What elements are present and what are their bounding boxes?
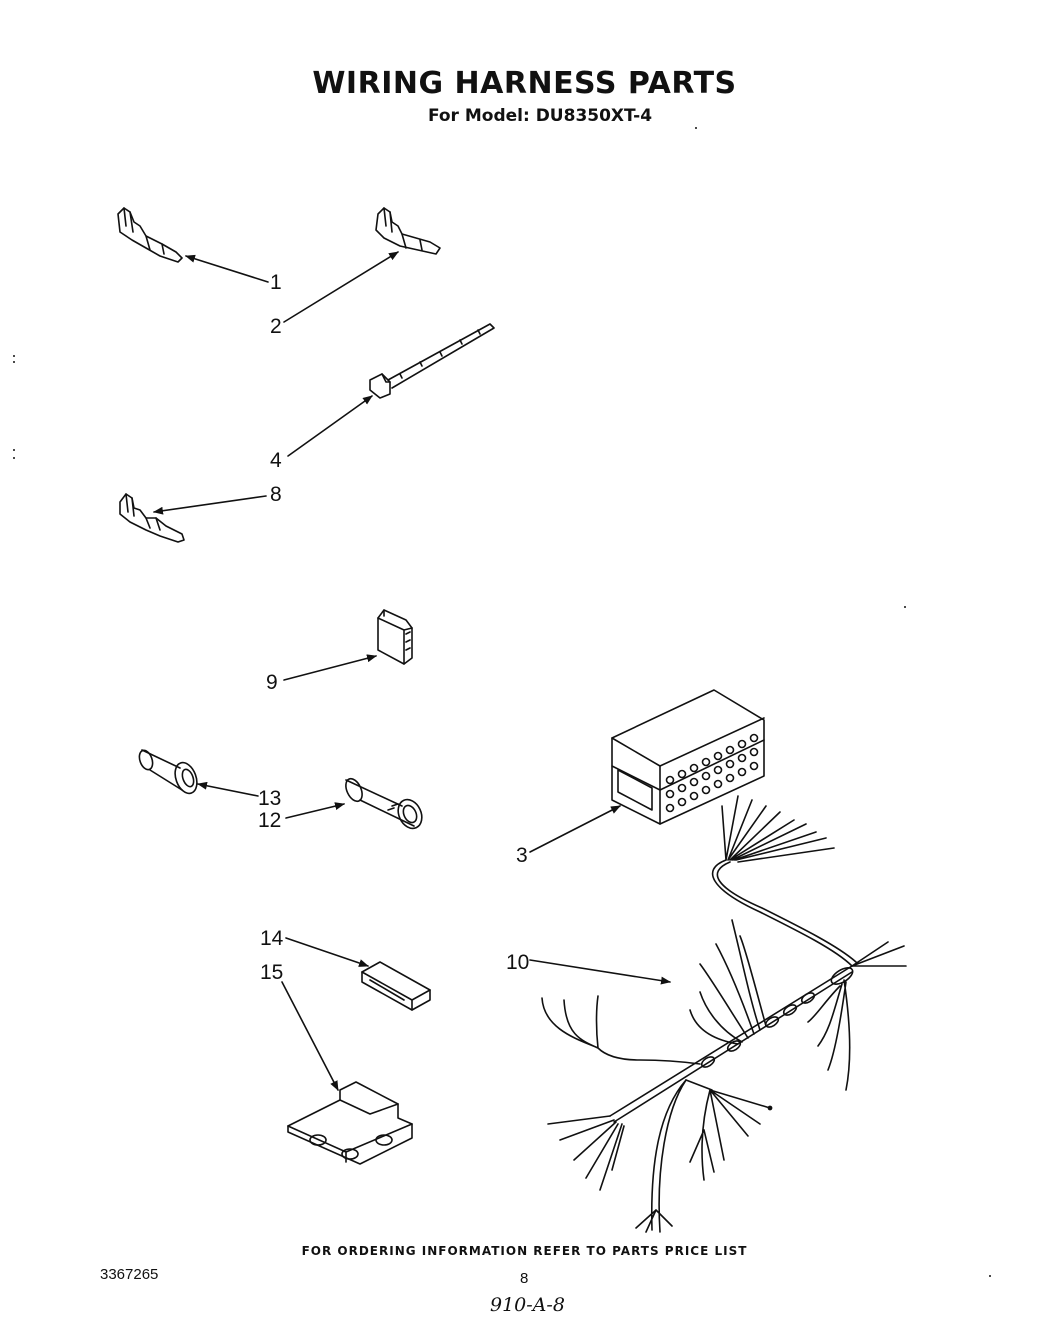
part-8-terminal <box>119 493 185 543</box>
callout-1: 1 <box>270 271 282 294</box>
scan-specks <box>13 127 991 1277</box>
part-3-pin-holes <box>665 733 759 813</box>
ordering-note: FOR ORDERING INFORMATION REFER TO PARTS … <box>301 1244 748 1258</box>
part-13-bushing <box>138 749 198 795</box>
callout-12: 12 <box>258 809 282 832</box>
part-2-terminal <box>375 207 441 255</box>
callout-3: 3 <box>516 844 528 867</box>
callout-8: 8 <box>270 483 282 506</box>
handwritten-note: 910-A-8 <box>490 1294 565 1316</box>
part-15-connector <box>287 1081 413 1165</box>
part-10-wiring-harness <box>541 795 907 1233</box>
callout-10: 10 <box>506 951 530 974</box>
callout-15: 15 <box>260 961 284 984</box>
part-4-cable-tie <box>369 323 495 399</box>
part-1-terminal <box>117 207 183 263</box>
part-3-connector-block <box>611 689 765 825</box>
model-subtitle: For Model: DU8350XT-4 <box>427 106 653 126</box>
document-number: 3367265 <box>100 1266 159 1283</box>
part-12-sleeve <box>345 777 423 830</box>
callout-9: 9 <box>266 671 278 694</box>
part-14-cover <box>361 961 431 1011</box>
callout-14: 14 <box>260 927 284 950</box>
part-9-connector <box>377 609 413 665</box>
page-title: WIRING HARNESS PARTS <box>312 66 737 101</box>
callout-2: 2 <box>270 315 282 338</box>
page-number: 8 <box>520 1270 529 1287</box>
callout-4: 4 <box>270 449 282 472</box>
callout-13: 13 <box>258 787 282 810</box>
